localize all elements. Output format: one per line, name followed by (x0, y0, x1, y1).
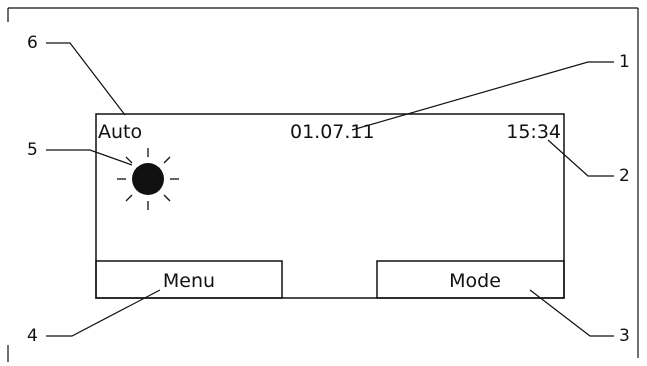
callout-4-number: 4 (27, 326, 38, 346)
menu-button[interactable]: Menu (95, 260, 283, 299)
callout-5-number: 5 (27, 140, 38, 160)
menu-button-frame[interactable] (95, 260, 283, 299)
mode-button-label: Mode (449, 270, 501, 292)
sun-ray (125, 194, 133, 202)
sun-ray (125, 156, 133, 164)
callout-6-leader (46, 42, 126, 116)
mode-text: Auto (98, 121, 142, 143)
menu-button-label: Menu (163, 270, 215, 292)
callout-6-number: 6 (27, 33, 38, 53)
callout-5-leader (46, 149, 133, 166)
sun-ray (163, 156, 171, 164)
sun-icon (117, 148, 179, 210)
callout-3-number: 3 (619, 326, 630, 346)
sun-disc (132, 163, 164, 195)
callout-3-leader (529, 289, 614, 337)
callout-4-leader (46, 289, 161, 337)
mode-button[interactable]: Mode (376, 260, 565, 299)
callout-2-number: 2 (619, 166, 630, 186)
time-text: 15:34 (506, 121, 561, 143)
callout-1-leader (351, 61, 614, 131)
display-frame (95, 113, 565, 299)
callout-1-number: 1 (619, 52, 630, 72)
mode-button-frame[interactable] (376, 260, 565, 299)
date-text: 01.07.11 (290, 121, 375, 143)
callout-2-leader (547, 139, 614, 177)
sun-ray (163, 194, 171, 202)
